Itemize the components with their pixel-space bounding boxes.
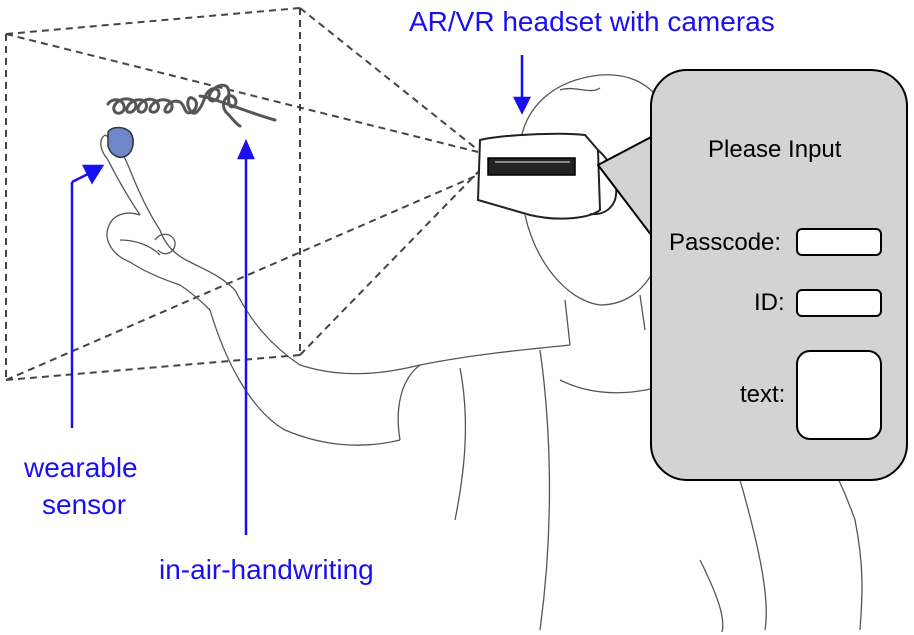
passcode-field[interactable] [796, 228, 882, 256]
sensor-label-line1: wearable [24, 452, 138, 483]
camera-frustum [5, 7, 479, 381]
headset-label: AR/VR headset with cameras [409, 6, 775, 37]
id-label: ID: [754, 289, 785, 316]
text-label: text: [740, 381, 786, 408]
passcode-label: Passcode: [669, 229, 782, 256]
handwriting-label: in-air-handwriting [159, 554, 374, 585]
callout-pointer [597, 134, 656, 241]
headset-shape [476, 132, 618, 220]
wearable-sensor-shape [107, 126, 134, 158]
blue-arrows [70, 55, 532, 535]
sensor-label-line2: sensor [42, 489, 127, 520]
id-field[interactable] [796, 289, 882, 317]
panel-title: Please Input [708, 136, 842, 163]
handwriting-stroke [106, 83, 277, 128]
text-field[interactable] [796, 350, 882, 440]
